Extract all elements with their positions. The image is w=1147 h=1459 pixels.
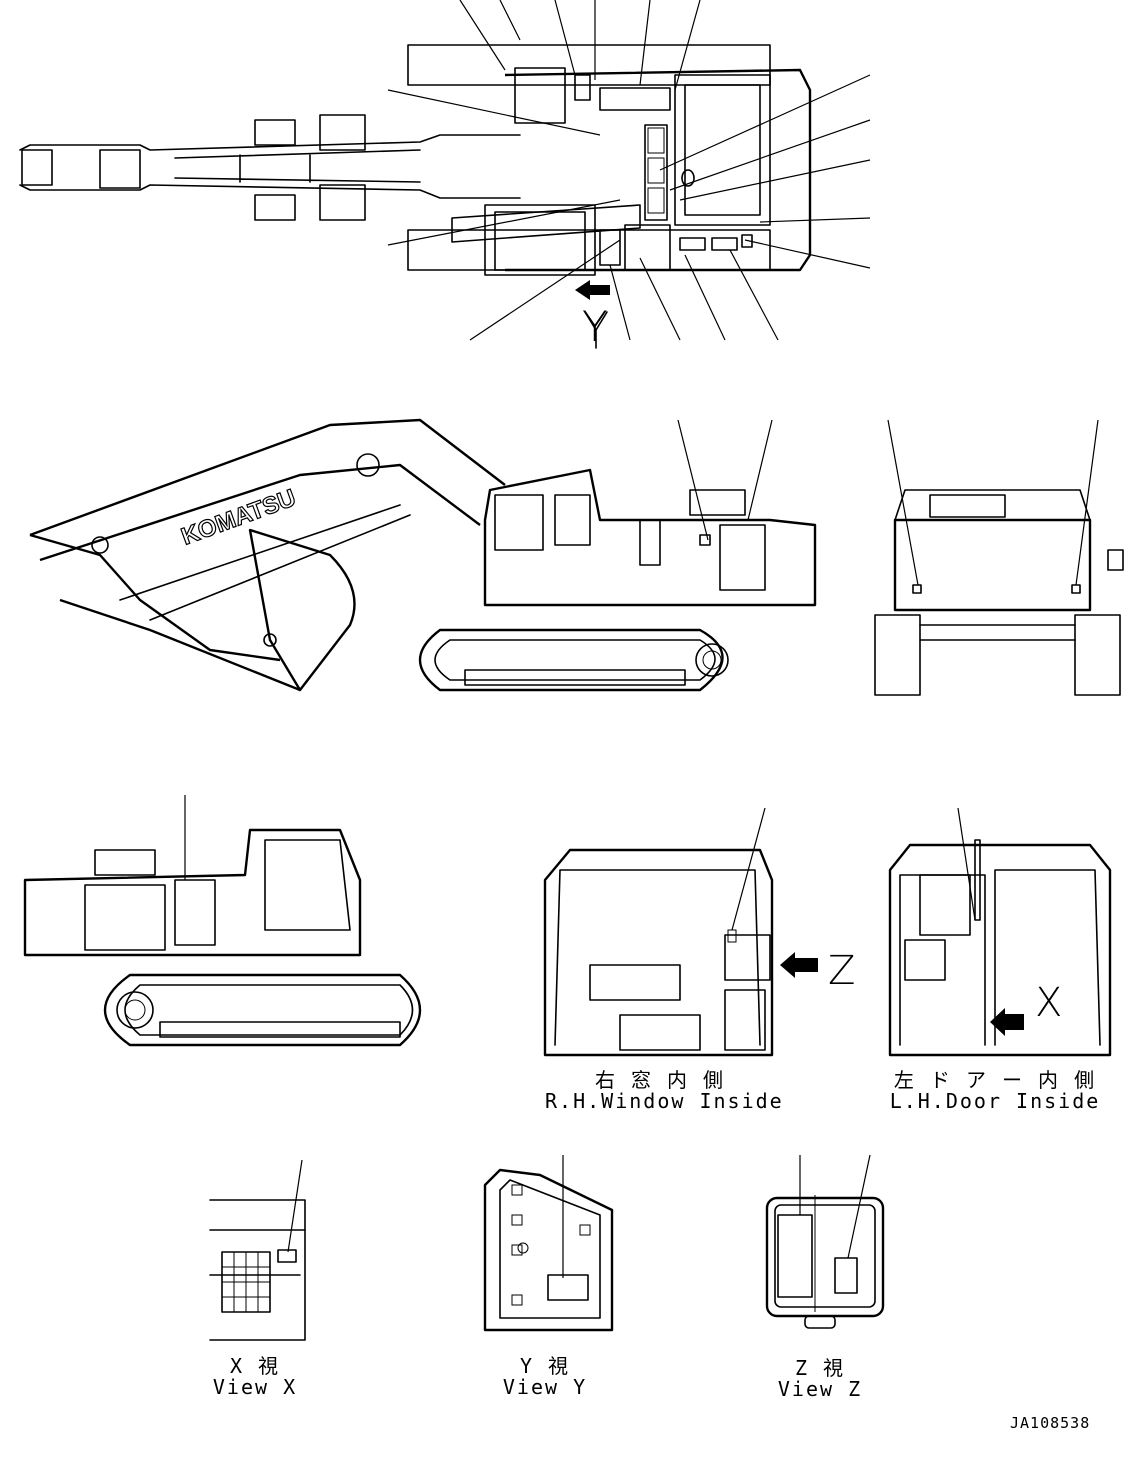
lh-door-label-jp: 左 ド ア ー 内 側 <box>893 1068 1097 1092</box>
lh-door-inside-view <box>888 807 1112 1057</box>
callout-y-letter: Y <box>582 302 608 351</box>
rh-window-inside-view <box>543 807 818 1057</box>
view-x-label-en: View X <box>212 1375 298 1399</box>
rh-window-label-en: R.H.Window Inside <box>545 1089 784 1113</box>
drawing-code: JA108538 <box>1010 1414 1091 1432</box>
rh-window-label-jp: 右 窓 内 側 <box>594 1068 726 1092</box>
top-view <box>19 0 871 349</box>
side-view-right <box>23 795 422 1047</box>
side-view-left <box>29 418 817 692</box>
callout-x-letter: X <box>1035 980 1063 1026</box>
lh-door-label-en: L.H.Door Inside <box>889 1089 1101 1113</box>
view-y-label-jp: Y 視 <box>519 1354 571 1378</box>
rear-view <box>874 419 1124 696</box>
view-z-label-en: View Z <box>777 1377 863 1401</box>
view-z-detail <box>765 1154 885 1329</box>
view-x-label-jp: X 視 <box>229 1354 281 1378</box>
view-y-detail <box>483 1155 614 1332</box>
view-y-label-en: View Y <box>502 1375 588 1399</box>
view-z-label-jp: Z 視 <box>794 1356 846 1380</box>
view-x-detail <box>209 1159 306 1341</box>
callout-z-letter: Z <box>828 948 856 994</box>
